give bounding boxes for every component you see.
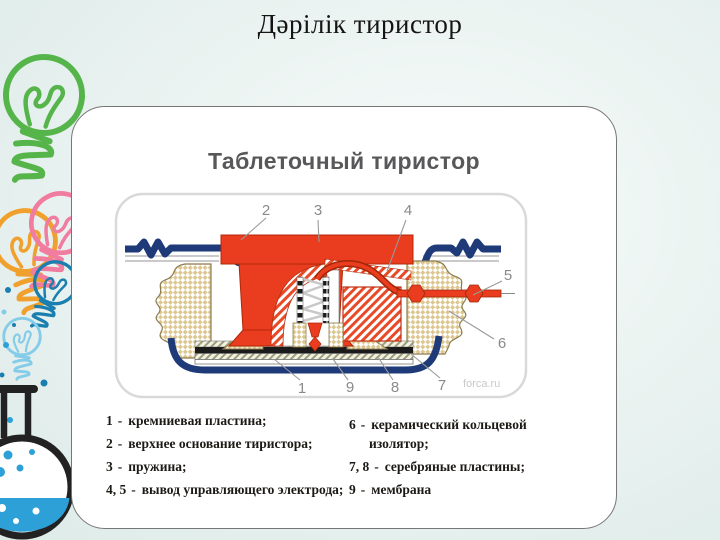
- hatched-block: [342, 286, 402, 342]
- figure-title: Таблеточный тиристор: [208, 148, 480, 174]
- gate-plug-tip: [308, 336, 322, 352]
- legend-label: верхнее основание тиристора;: [128, 436, 313, 451]
- legend-right-column: 6-керамический кольцевой изолятор; 7, 8-…: [349, 415, 584, 503]
- legend-item-7-8: 7, 8-серебряные пластины;: [349, 457, 584, 476]
- legend-num: 7, 8: [349, 459, 370, 474]
- legend-num: 2: [106, 436, 113, 451]
- flask-icon: [0, 385, 75, 540]
- legend-label: серебряные пластины;: [384, 459, 525, 474]
- legend-dash: -: [117, 459, 123, 474]
- callout-8: 8: [391, 379, 399, 396]
- legend-item-2: 2-верхнее основание тиристора;: [106, 434, 368, 453]
- channel-lines: [125, 255, 499, 262]
- legend-num: 4, 5: [106, 482, 127, 497]
- legend-label: мембрана: [371, 482, 432, 497]
- membrane-9: [194, 359, 414, 365]
- lead-bead-inner: [406, 284, 426, 303]
- callout-3: 3: [314, 202, 322, 219]
- legend-num: 6: [349, 417, 356, 432]
- legend-dash: -: [360, 482, 366, 497]
- legend-dash: -: [117, 413, 123, 428]
- legend-item-9: 9-мембрана: [349, 480, 584, 499]
- legend-item-4-5: 4, 5-вывод управляющего электрода;: [106, 480, 368, 499]
- legend-label: вывод управляющего электрода;: [141, 482, 344, 497]
- gate-plug: [307, 322, 323, 338]
- legend-label: пружина;: [128, 459, 187, 474]
- content-card: Таблеточный тиристор: [71, 106, 617, 529]
- ceramic-block-right: [328, 322, 344, 348]
- gate-lead-tube: [315, 261, 402, 295]
- lead-bead-outer: [464, 284, 484, 303]
- legend-num: 1: [106, 413, 113, 428]
- legend-item-3: 3-пружина;: [106, 457, 368, 476]
- bottom-shell: [167, 335, 443, 374]
- red-top-cap: [220, 234, 414, 265]
- lightblue-lightbulb-icon: [1, 315, 45, 382]
- legend-num: 9: [349, 482, 356, 497]
- legend-num: 3: [106, 459, 113, 474]
- legend-left-column: 1-кремниевая пластина; 2-верхнее основан…: [106, 411, 368, 503]
- ceramic-insulator-left: [155, 263, 212, 359]
- slide-title: Дәрілік тиристор: [257, 9, 463, 39]
- legend-label: кремниевая пластина;: [128, 413, 267, 428]
- thyristor-cross-section-diagram: 2 3 4 5 6 1 9 8 7 forca.ru: [114, 192, 528, 399]
- silicon-wafer-1: [195, 347, 413, 354]
- callout-4: 4: [404, 202, 412, 219]
- callout-2: 2: [262, 202, 270, 219]
- leader-lines: [240, 217, 503, 381]
- callout-1: 1: [298, 380, 306, 397]
- callout-5: 5: [504, 267, 512, 284]
- ceramic-block-left: [292, 322, 307, 348]
- callout-7: 7: [438, 377, 446, 394]
- legend-dash: -: [131, 482, 136, 497]
- legend-label: керамический кольцевой изолятор;: [369, 417, 527, 451]
- legend-item-6: 6-керамический кольцевой изолятор;: [349, 415, 584, 453]
- watermark: forca.ru: [463, 378, 500, 390]
- legend-item-1: 1-кремниевая пластина;: [106, 411, 368, 430]
- ceramic-insulator-right: [406, 260, 467, 355]
- silver-plate-7: [194, 353, 414, 360]
- legend-dash: -: [117, 436, 123, 451]
- legend-dash: -: [360, 417, 366, 432]
- callout-6: 6: [498, 335, 506, 352]
- legend-dash: -: [374, 459, 379, 474]
- callout-9: 9: [346, 379, 354, 396]
